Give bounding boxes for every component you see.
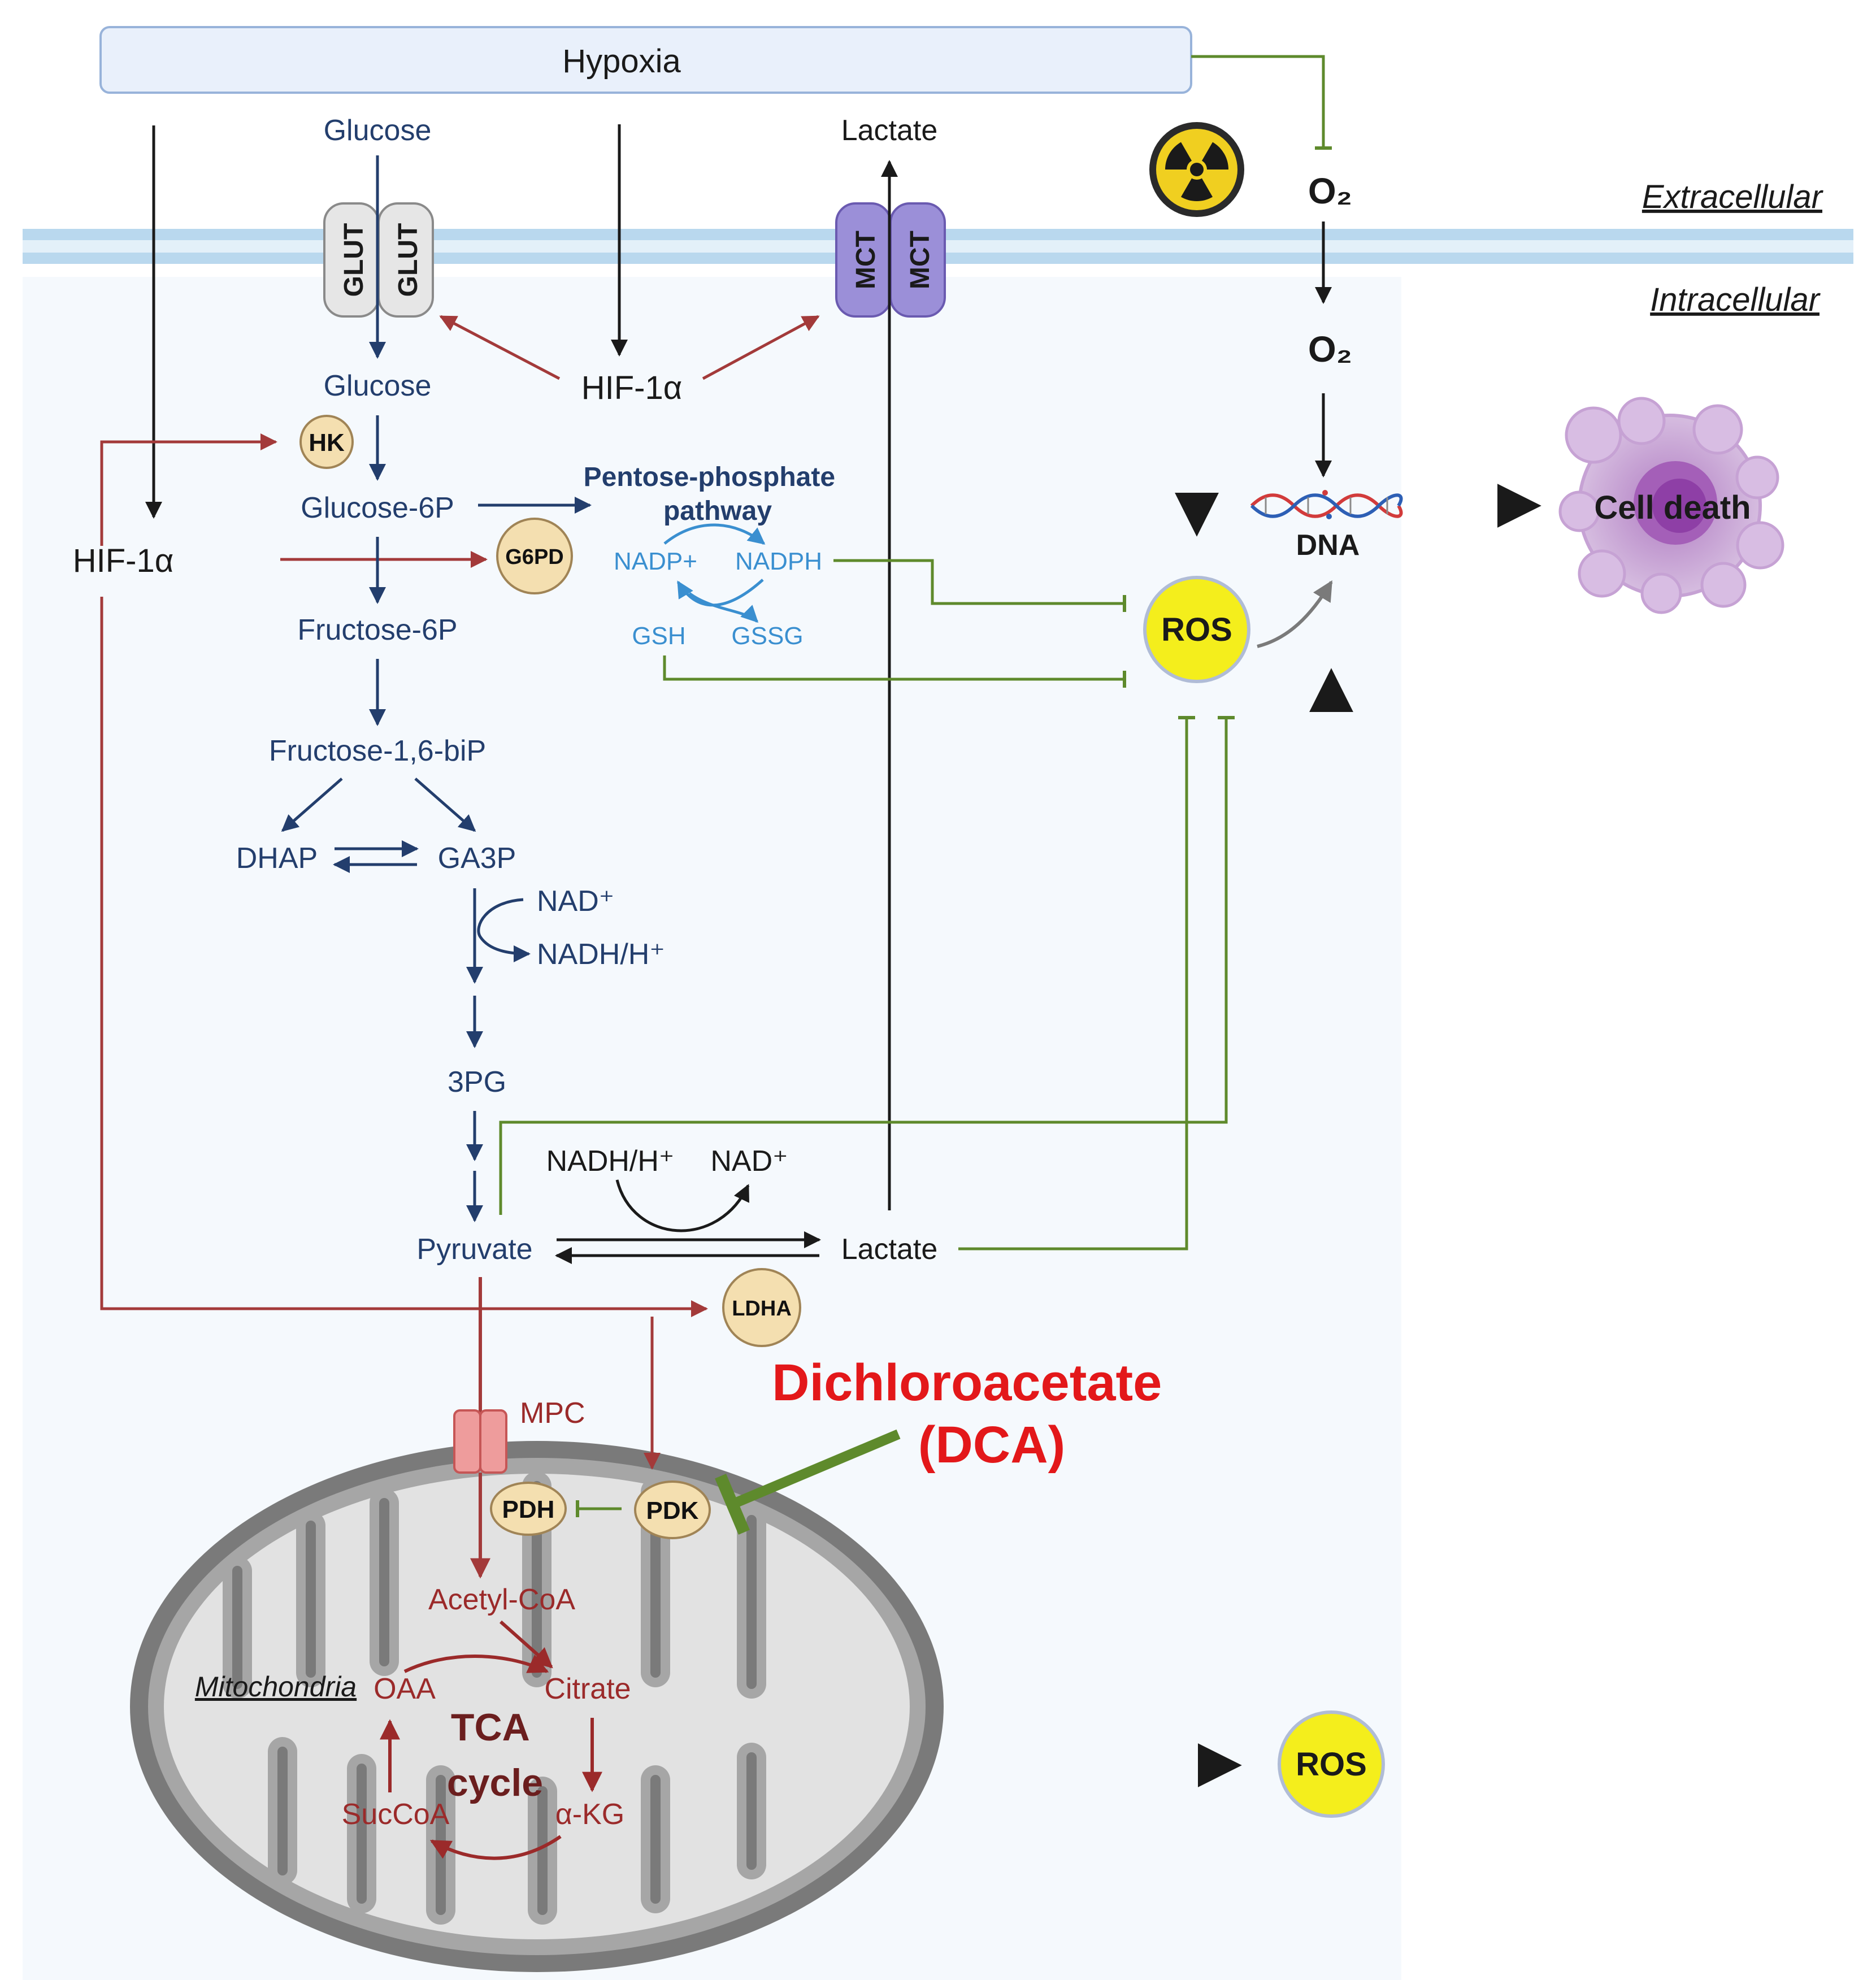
glucose-intracellular-label: Glucose <box>324 370 432 402</box>
dna-label: DNA <box>1296 529 1360 562</box>
hif-left-label: HIF-1α <box>73 542 174 579</box>
mitochondrion <box>130 1441 944 1972</box>
hypoxia-banner <box>99 26 1192 94</box>
ros-top: ROS <box>1143 576 1250 683</box>
hk-enzyme: HK <box>299 415 354 469</box>
citrate-label: Citrate <box>544 1673 631 1705</box>
pyruvate-inhibits-ros <box>499 716 1235 1215</box>
f16bp-to-dhap-arrow <box>281 778 343 832</box>
ppp-label: Pentose-phosphate pathway <box>584 462 843 526</box>
nadph-inhibits-ros <box>833 559 1126 612</box>
o2-intracellular-label: O₂ <box>1308 329 1352 370</box>
svg-text:PDH: PDH <box>502 1496 555 1523</box>
dca-label: Dichloroacetate (DCA) <box>772 1354 1176 1474</box>
nadp-to-nadph-arrow <box>663 523 766 545</box>
succoa-label: SucCoA <box>342 1798 450 1831</box>
tca-cycle-label: TCA cycle <box>447 1706 543 1804</box>
hypoxia-inhibits-o2 <box>1191 55 1332 150</box>
fructose-16bip-label: Fructose-1,6-biP <box>269 735 486 767</box>
nadh-glycolysis-label: NADH/H⁺ <box>537 938 665 971</box>
hif-to-hk-arrow <box>100 433 277 546</box>
o2-extracellular-label: O₂ <box>1308 171 1352 211</box>
mct-transporter: MCT MCT <box>835 202 946 318</box>
svg-text:PDK: PDK <box>646 1497 699 1525</box>
acetyl-coa-to-citrate-arrow <box>500 1620 553 1669</box>
svg-text:MCT: MCT <box>905 231 935 289</box>
ldha-enzyme: LDHA <box>722 1268 801 1347</box>
dna-helix-icon <box>1250 490 1403 519</box>
mitochondria-label: Mitochondria <box>195 1671 357 1703</box>
glucose-6p-label: Glucose-6P <box>301 492 454 524</box>
dead-cell-icon <box>1558 397 1784 614</box>
nad-to-nadh-arrow <box>477 898 531 962</box>
akg-to-succoa-arrow <box>429 1835 562 1860</box>
svg-text:GLUT: GLUT <box>393 223 423 297</box>
lactate-inhibits-ros <box>958 716 1195 1250</box>
fructose-6p-label: Fructose-6P <box>297 614 457 646</box>
hif-to-ldha-arrow <box>100 597 708 1317</box>
g6pd-enzyme: G6PD <box>496 518 573 594</box>
svg-text:ROS: ROS <box>1161 611 1232 648</box>
gsh-inhibits-ros <box>663 655 1126 688</box>
pyruvate-label: Pyruvate <box>416 1233 532 1266</box>
gssg-to-gsh-arrow <box>688 592 759 623</box>
lactate-extracellular-label: Lactate <box>841 114 938 147</box>
radiation-icon <box>1149 122 1244 217</box>
nadh-ldh-label: NADH/H⁺ <box>546 1145 675 1178</box>
dca-inhibits-pdk <box>715 1429 901 1535</box>
hypoxia-label: Hypoxia <box>562 43 681 80</box>
nadph-label: NADPH <box>735 548 822 575</box>
oaa-label: OAA <box>374 1673 436 1705</box>
glut-transporter: GLUT GLUT <box>323 202 434 318</box>
svg-text:LDHA: LDHA <box>732 1297 792 1321</box>
ga3p-label: GA3P <box>438 842 516 875</box>
ros-bottom: ROS <box>1278 1710 1385 1818</box>
svg-text:MCT: MCT <box>851 231 881 289</box>
pdk-enzyme: PDK <box>634 1480 711 1539</box>
lactate-intracellular-label: Lactate <box>841 1233 938 1266</box>
mpc-label: MPC <box>520 1397 585 1430</box>
nad-plus-glycolysis-label: NAD⁺ <box>537 885 614 918</box>
gsh-label: GSH <box>632 622 685 650</box>
hif-to-glut-arrow <box>439 315 561 380</box>
ros-to-dna-arrow <box>1257 580 1333 648</box>
extracellular-label: Extracellular <box>1642 179 1824 215</box>
gssg-label: GSSG <box>731 622 803 650</box>
hif-to-mct-arrow <box>702 315 820 380</box>
oaa-to-citrate-arrow <box>403 1655 549 1673</box>
svg-text:GLUT: GLUT <box>339 223 369 297</box>
cell-death-label: Cell death <box>1594 489 1751 526</box>
3pg-label: 3PG <box>448 1066 506 1098</box>
dhap-label: DHAP <box>236 842 318 875</box>
svg-text:G6PD: G6PD <box>505 545 563 569</box>
f16bp-to-ga3p-arrow <box>414 778 476 832</box>
acetyl-coa-label: Acetyl-CoA <box>428 1583 575 1616</box>
svg-text:ROS: ROS <box>1296 1746 1367 1783</box>
nadp-plus-label: NADP+ <box>614 548 697 575</box>
nad-plus-ldh-label: NAD⁺ <box>710 1145 788 1178</box>
svg-text:HK: HK <box>309 429 345 457</box>
akg-label: α-KG <box>555 1798 625 1831</box>
mpc-transporter <box>453 1409 507 1474</box>
pdh-enzyme: PDH <box>490 1482 567 1536</box>
nadh-to-nad-arrow <box>615 1179 750 1232</box>
glucose-extracellular-label: Glucose <box>324 114 432 147</box>
hif-center-label: HIF-1α <box>581 370 683 406</box>
intracellular-label: Intracellular <box>1650 281 1821 318</box>
